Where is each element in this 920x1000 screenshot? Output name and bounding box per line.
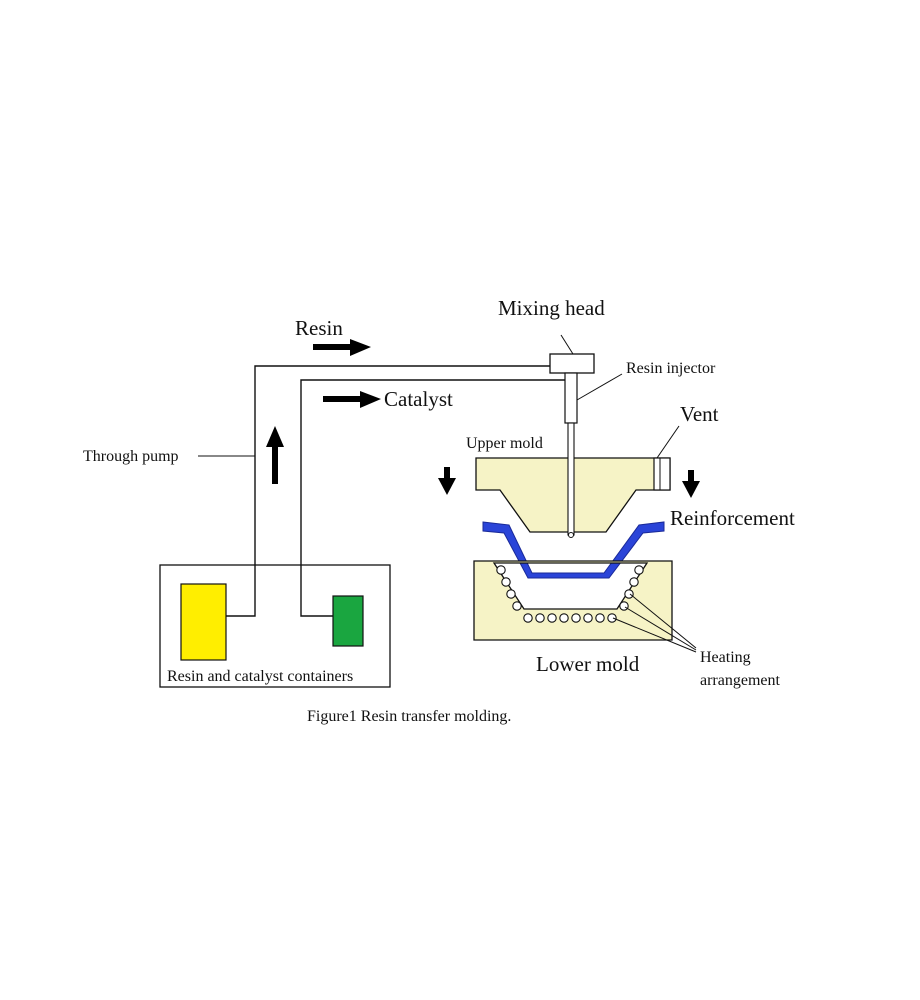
lower-mold-label: Lower mold xyxy=(536,652,640,676)
catalyst-container xyxy=(332,595,364,647)
heating-leader-1 xyxy=(629,593,697,649)
upper-mold-down-arrow-left xyxy=(438,467,456,495)
pump-up-arrow xyxy=(266,426,284,484)
injector-tip xyxy=(568,532,574,538)
vent-slot xyxy=(653,457,671,491)
mixing-head xyxy=(549,353,595,374)
mixing-head-label: Mixing head xyxy=(498,296,605,320)
resin-label: Resin xyxy=(295,316,343,340)
injector-body xyxy=(564,372,578,424)
vent-label: Vent xyxy=(680,402,719,426)
figure-caption: Figure1 Resin transfer molding. xyxy=(307,708,511,725)
resin-line xyxy=(226,365,552,617)
heating-label-line1: Heating xyxy=(700,649,751,666)
heating-label-line2: arrangement xyxy=(700,672,781,689)
heating-leader-3 xyxy=(612,617,697,653)
reinforcement xyxy=(482,521,665,579)
injector-needle xyxy=(567,422,575,536)
resin-flow-arrow xyxy=(313,339,371,356)
resin-injector-leader xyxy=(576,373,623,401)
catalyst-flow-arrow xyxy=(323,391,381,408)
resin-container xyxy=(180,583,227,661)
mixing-head-leader xyxy=(560,334,574,355)
through-pump-label: Through pump xyxy=(83,448,179,465)
resin-injector-label: Resin injector xyxy=(626,360,716,377)
upper-mold-label: Upper mold xyxy=(466,435,543,452)
heating-elements xyxy=(496,565,644,623)
upper-mold-down-arrow-right xyxy=(682,470,700,498)
reinforcement-label: Reinforcement xyxy=(670,506,795,530)
catalyst-label: Catalyst xyxy=(384,387,453,411)
heating-leader-2 xyxy=(624,606,697,651)
vent-leader xyxy=(656,425,680,459)
containers-label: Resin and catalyst containers xyxy=(167,668,353,685)
